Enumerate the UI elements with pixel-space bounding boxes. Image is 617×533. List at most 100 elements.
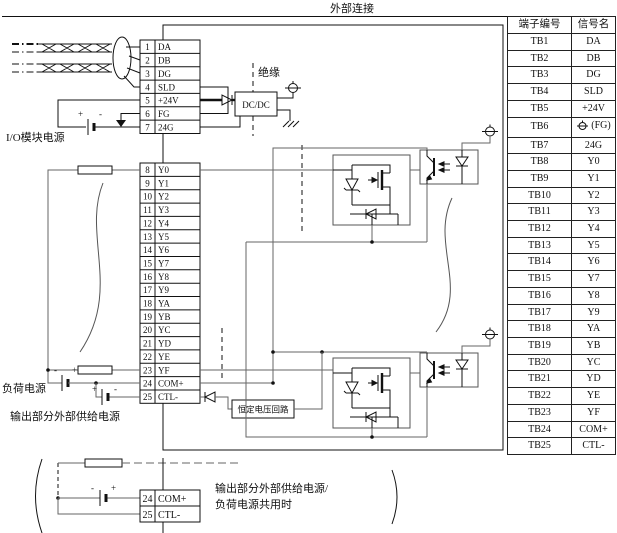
pin-signal: 24G: [158, 122, 174, 132]
terminal-cell: TB3: [507, 66, 572, 85]
pin-signal: Y0: [158, 165, 169, 175]
signal-cell: YF: [571, 403, 616, 422]
external-terminal-icon: [482, 124, 498, 137]
signal-cell: Y6: [571, 253, 616, 272]
terminal-cell: TB15: [507, 270, 572, 288]
signal-cell: +24V: [571, 99, 616, 118]
terminal-cell: TB20: [507, 353, 572, 372]
pin-signal: Y5: [158, 232, 169, 242]
chassis-ground-icon: [282, 120, 300, 128]
pin-number: 18: [143, 299, 153, 309]
optocoupler-icon: [426, 150, 469, 184]
pin-signal: YC: [158, 325, 171, 335]
pin-signal: Y7: [158, 259, 169, 269]
terminal-cell: TB17: [507, 303, 572, 322]
plus-sign: +: [92, 384, 97, 394]
table-header-row: 端子编号 信号名: [507, 16, 616, 34]
terminal-cell: TB10: [507, 186, 572, 205]
close-paren: [391, 469, 398, 525]
load-resistor: [77, 365, 113, 375]
pin-number: 22: [143, 352, 152, 362]
ground-terminal-icon: [577, 120, 589, 130]
terminal-cell: TB24: [507, 420, 572, 439]
pin-number: 11: [143, 205, 152, 215]
pin-number: 24: [143, 494, 153, 505]
signal-cell: YA: [571, 320, 616, 338]
pin-number: 8: [145, 165, 150, 175]
pin-signal: Y1: [158, 178, 169, 188]
output-circuit-upper: [200, 124, 498, 242]
terminal-cell: TB13: [507, 236, 572, 255]
signal-cell: YB: [571, 337, 616, 355]
terminal-cell: TB16: [507, 286, 572, 305]
pin-number: 15: [143, 259, 153, 269]
pin-number: 25: [143, 510, 153, 521]
pin-signal: Y4: [158, 218, 169, 228]
signal-cell: Y4: [571, 220, 616, 238]
pin-signal: Y8: [158, 272, 169, 282]
pin-signal: DG: [158, 69, 171, 79]
pin-number: 10: [143, 192, 153, 202]
terminal-cell: TB8: [507, 153, 572, 171]
page-title: 外部连接: [330, 1, 374, 15]
terminal-block-1-7: 1 DA 2 DB 3 DG 4 SLD 5 +24V 6 FG 7 24G: [139, 39, 201, 134]
terminal-cell: TB25: [507, 437, 572, 455]
terminal-cell: TB9: [507, 169, 572, 188]
column-header-terminal: 端子编号: [507, 16, 572, 34]
signal-cell: (FG): [571, 116, 616, 138]
pin-number: 20: [143, 325, 153, 335]
pin-number: 14: [143, 245, 153, 255]
load-power-section: - + + - 负荷电源 输出部分外部供给电源: [2, 165, 140, 423]
io-power-label: I/O模块电源: [6, 130, 65, 144]
plus-sign: +: [78, 109, 83, 119]
fg-ground-arrow-icon: [116, 120, 126, 127]
diode-icon: [221, 94, 234, 106]
fg-terminal-icon: [285, 81, 301, 93]
minus-sign: -: [114, 384, 117, 394]
terminal-cell: TB11: [507, 203, 572, 222]
pin-number: 3: [145, 69, 150, 79]
internal-buses: [245, 225, 427, 439]
module-boundary: [162, 24, 504, 451]
pin-signal: +24V: [158, 96, 179, 106]
dcdc-power-section: DC/DC 绝缘: [200, 63, 301, 136]
pin-signal: COM+: [158, 494, 187, 505]
shield-ellipse: [112, 36, 132, 80]
pin-number: 24: [143, 379, 153, 389]
terminal-cell: TB22: [507, 387, 572, 405]
signal-cell: DB: [571, 49, 616, 68]
load-resistor: [84, 458, 123, 468]
fg-signal-text: (FG): [591, 119, 611, 131]
minus-sign: -: [54, 365, 57, 375]
terminal-block-24-25: 24 COM+ 25 CTL-: [139, 489, 201, 523]
signal-cell: YC: [571, 353, 616, 372]
signal-cell: CTL-: [571, 437, 616, 455]
pin-number: 6: [145, 109, 150, 119]
mosfet-driver-icon: [333, 164, 399, 225]
signal-cell: 24G: [571, 136, 616, 155]
pin-signal: YD: [158, 339, 171, 349]
external-supply-label: 输出部分外部供给电源: [10, 409, 120, 423]
terminal-cell: TB18: [507, 320, 572, 338]
terminal-cell: TB14: [507, 253, 572, 272]
optocoupler-icon: [426, 353, 469, 387]
signal-cell: Y2: [571, 186, 616, 205]
pin-signal: Y3: [158, 205, 169, 215]
output-circuit-lower: [200, 327, 498, 437]
signal-cell: YE: [571, 387, 616, 405]
terminal-cell: TB5: [507, 99, 572, 118]
pin-signal: YA: [158, 299, 171, 309]
pin-number: 1: [145, 42, 150, 52]
